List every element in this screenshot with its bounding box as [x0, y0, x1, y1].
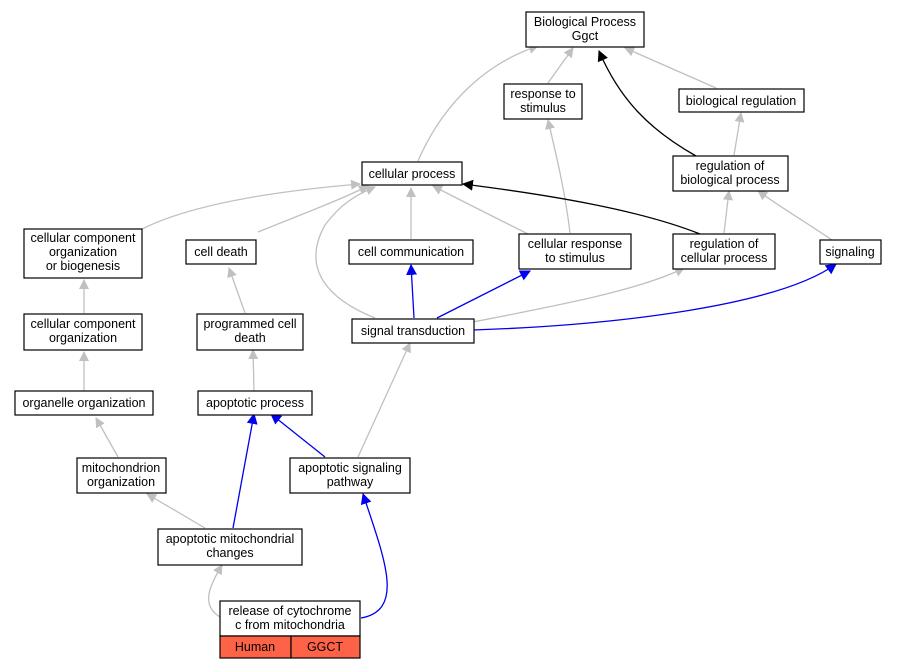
- node-label: biological process: [680, 173, 779, 187]
- species-tag-label: Human: [235, 640, 275, 654]
- node-label: c from mitochondria: [235, 618, 345, 632]
- node-label: organelle organization: [22, 396, 145, 410]
- node-apoptotic-mitochondrial-changes[interactable]: apoptotic mitochondrial changes: [157, 528, 303, 566]
- edge-sigtrans-to-cellresp: [436, 270, 531, 319]
- edge-bioreg-to-bp: [624, 47, 717, 89]
- edge-sigtrans-to-cellproc: [315, 185, 376, 319]
- node-label: organization: [49, 245, 117, 259]
- edge-regbio-to-bioreg: [733, 112, 745, 156]
- node-label: signaling: [825, 245, 874, 259]
- edge-mito-to-orgorg: [95, 417, 119, 458]
- node-cell-communication[interactable]: cell communication: [348, 239, 474, 265]
- node-label: cellular component: [31, 231, 136, 245]
- node-label: cell death: [194, 245, 248, 259]
- node-label: programmed cell: [203, 317, 296, 331]
- node-response-to-stimulus[interactable]: response to stimulus: [503, 83, 583, 120]
- edge-celldeath-to-cellproc: [257, 185, 369, 233]
- node-label: regulation of: [696, 159, 765, 173]
- node-biological-process[interactable]: Biological Process Ggct: [525, 11, 645, 48]
- node-label: cellular process: [681, 251, 768, 265]
- edge-release-to-apopmito: [208, 564, 223, 618]
- node-label: Ggct: [572, 29, 599, 43]
- node-label: changes: [206, 546, 253, 560]
- node-label: regulation of: [690, 237, 759, 251]
- edge-regcell-to-regbio: [722, 190, 733, 234]
- edge-apopsig-to-sigtrans: [357, 342, 411, 458]
- node-label: apoptotic mitochondrial: [166, 532, 295, 546]
- node-label: Biological Process: [534, 15, 636, 29]
- edge-sigtrans-to-regcell: [472, 267, 685, 323]
- edge-sigtrans-to-cellcomm: [406, 263, 418, 319]
- edge-apopmito-to-mito: [146, 493, 206, 529]
- edge-response-to-bp: [547, 47, 574, 84]
- edge-cellresp-to-response: [545, 119, 571, 234]
- node-biological-regulation[interactable]: biological regulation: [678, 88, 805, 113]
- edge-signaling-to-regbio: [757, 190, 833, 241]
- node-label: organization: [87, 475, 155, 489]
- node-signal-transduction[interactable]: signal transduction: [351, 318, 475, 344]
- node-label: stimulus: [520, 101, 566, 115]
- node-label: cellular response: [528, 237, 623, 251]
- node-cellular-response-to-stimulus[interactable]: cellular response to stimulus: [518, 233, 632, 270]
- node-label: organization: [49, 331, 117, 345]
- node-label: apoptotic signaling: [298, 461, 402, 475]
- node-organelle-organization[interactable]: organelle organization: [14, 390, 154, 416]
- edge-pcd-to-celldeath: [227, 267, 246, 314]
- node-cellular-process[interactable]: cellular process: [361, 161, 463, 186]
- node-label: signal transduction: [361, 324, 465, 338]
- node-label: death: [234, 331, 265, 345]
- node-cellular-component-organization[interactable]: cellular component organization: [23, 313, 143, 351]
- node-release-of-cytochrome-c[interactable]: release of cytochrome c from mitochondri…: [219, 600, 361, 659]
- node-label: response to: [510, 87, 575, 101]
- edge-apopmito-to-apop: [232, 412, 258, 529]
- gene-tag: [290, 635, 361, 659]
- node-label: apoptotic process: [206, 396, 304, 410]
- edges: [79, 44, 837, 619]
- edge-apop-to-pcd: [248, 349, 259, 392]
- node-label: mitochondrion: [82, 461, 161, 475]
- node-apoptotic-process[interactable]: apoptotic process: [197, 390, 313, 416]
- node-label: or biogenesis: [46, 259, 120, 273]
- node-mitochondrion-organization[interactable]: mitochondrion organization: [76, 457, 167, 494]
- node-label: biological regulation: [686, 94, 797, 108]
- node-label: cell communication: [358, 245, 464, 259]
- node-signaling[interactable]: signaling: [819, 239, 882, 265]
- node-label: cellular component: [31, 317, 136, 331]
- node-regulation-of-cellular-process[interactable]: regulation of cellular process: [672, 233, 776, 270]
- node-cellular-component-organization-or-biogenesis[interactable]: cellular component organization or bioge…: [23, 228, 143, 279]
- node-regulation-of-biological-process[interactable]: regulation of biological process: [672, 155, 789, 192]
- node-programmed-cell-death[interactable]: programmed cell death: [196, 313, 304, 351]
- edge-cellular-process-to-bp: [417, 44, 539, 162]
- node-cell-death[interactable]: cell death: [185, 239, 257, 265]
- nodes: Biological Process Ggct response to stim…: [14, 11, 882, 659]
- edge-apopsig-to-apop: [270, 413, 326, 458]
- gene-tag-label: GGCT: [307, 640, 343, 654]
- edge-cellresp-to-cellproc: [432, 185, 529, 235]
- node-label: pathway: [327, 475, 374, 489]
- node-apoptotic-signaling-pathway[interactable]: apoptotic signaling pathway: [289, 457, 411, 494]
- edge-sigtrans-to-signaling: [472, 263, 837, 331]
- node-label: cellular process: [369, 167, 456, 181]
- edge-release-to-apopsig: [360, 492, 388, 619]
- edge-regbio-to-bp: [597, 49, 697, 157]
- edge-ccob-to-cellproc: [141, 179, 361, 230]
- node-label: release of cytochrome: [229, 604, 352, 618]
- edge-regcell-to-cellproc: [461, 179, 701, 235]
- node-label: to stimulus: [545, 251, 605, 265]
